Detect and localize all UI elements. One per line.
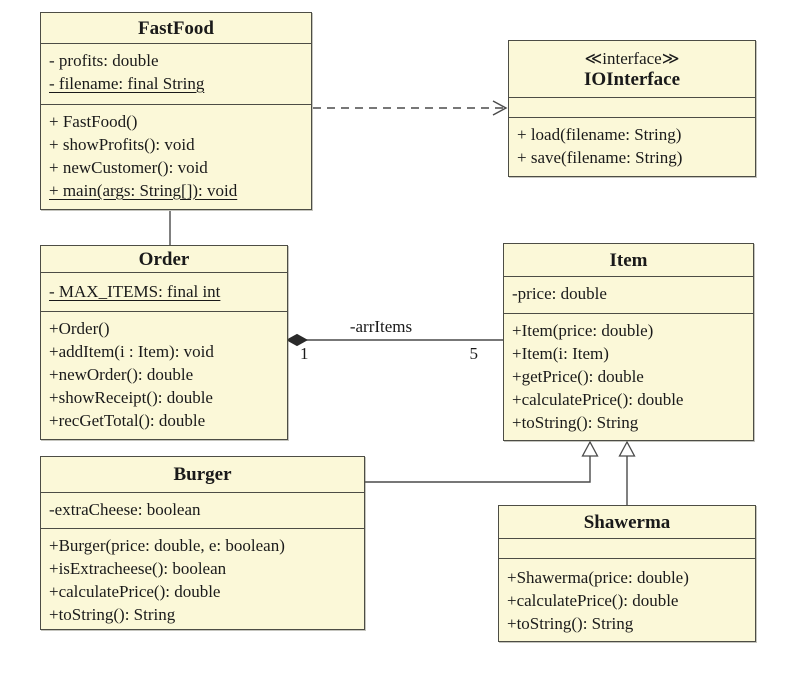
- class-box-burger[interactable]: Burger -extraCheese: boolean +Burger(pri…: [40, 456, 365, 630]
- methods-section: +Item(price: double) +Item(i: Item) +getPr…: [504, 314, 753, 440]
- member-row: +newOrder(): double: [49, 365, 194, 384]
- member-row: + load(filename: String): [517, 125, 682, 144]
- member-row: +showReceipt(): double: [49, 388, 213, 407]
- generalization-burger: [365, 440, 599, 483]
- attributes-section: -extraCheese: boolean: [41, 493, 364, 529]
- class-box-item[interactable]: Item -price: double +Item(price: double)…: [503, 243, 754, 441]
- class-title: Item: [504, 244, 753, 277]
- methods-section: +Order() +addItem(i : Item): void +newOrde…: [41, 312, 287, 439]
- class-title-text: FastFood: [138, 17, 214, 39]
- hollow-triangle-icon: [618, 440, 636, 457]
- class-stereotype: ≪interface≫: [584, 48, 680, 68]
- member-row: +recGetTotal(): double: [49, 411, 206, 430]
- member-row: +Burger(price: double, e: boolean): [49, 536, 285, 555]
- attributes-section: - MAX_ITEMS: final int: [41, 273, 287, 312]
- methods-section: +Burger(price: double, e: boolean) +isExt…: [41, 529, 364, 629]
- methods-section: + load(filename: String) + save(filename:…: [509, 118, 755, 176]
- methods-section: +Shawerma(price: double) +calculatePrice(…: [499, 559, 755, 641]
- attributes-section: [499, 539, 755, 559]
- dependency-arrow: [313, 100, 508, 116]
- member-row: +calculatePrice(): double: [507, 591, 679, 610]
- filled-diamond-icon: [285, 333, 309, 347]
- composition-link: [285, 333, 503, 347]
- member-row: +isExtracheese(): boolean: [49, 559, 227, 578]
- member-row: +Item(price: double): [512, 321, 654, 340]
- class-box-shawerma[interactable]: Shawerma +Shawerma(price: double) +calcul…: [498, 505, 756, 642]
- methods-section: + FastFood() + showProfits(): void + newCu…: [41, 105, 311, 209]
- member-row: - filename: final String: [49, 74, 205, 93]
- member-row: + newCustomer(): void: [49, 158, 208, 177]
- member-row: + showProfits(): void: [49, 135, 195, 154]
- member-row: - MAX_ITEMS: final int: [49, 282, 221, 301]
- association-label: -arrItems: [349, 317, 413, 336]
- class-title: Shawerma: [499, 506, 755, 539]
- member-row: +getPrice(): double: [512, 367, 644, 386]
- attributes-section: -price: double: [504, 277, 753, 314]
- member-row: +toString(): String: [49, 605, 176, 624]
- member-row: +calculatePrice(): double: [512, 390, 684, 409]
- class-title: Order: [41, 246, 287, 273]
- class-box-fastfood[interactable]: FastFood - profits: double - filename: fi…: [40, 12, 312, 210]
- member-row: -price: double: [512, 284, 607, 303]
- member-row: -extraCheese: boolean: [49, 500, 201, 519]
- member-row: +toString(): String: [507, 614, 634, 633]
- member-row: +Order(): [49, 319, 110, 338]
- class-title-text: Item: [609, 249, 648, 271]
- class-box-iointerface[interactable]: ≪interface≫ IOInterface + load(filename:…: [508, 40, 756, 177]
- member-row: + FastFood(): [49, 112, 138, 131]
- hollow-triangle-icon: [581, 440, 599, 457]
- member-row: + main(args: String[]): void: [49, 181, 238, 200]
- class-title: ≪interface≫ IOInterface: [509, 41, 755, 98]
- class-title: FastFood: [41, 13, 311, 44]
- member-row: +addItem(i : Item): void: [49, 342, 214, 361]
- member-row: +toString(): String: [512, 413, 639, 432]
- class-title-text: IOInterface: [583, 68, 681, 90]
- generalization-shawerma: [618, 440, 636, 505]
- member-row: + save(filename: String): [517, 148, 683, 167]
- member-row: +Item(i: Item): [512, 344, 609, 363]
- class-box-order[interactable]: Order - MAX_ITEMS: final int +Order() +ad…: [40, 245, 288, 440]
- class-title: Burger: [41, 457, 364, 493]
- multiplicity-to: 5: [469, 344, 479, 363]
- multiplicity-from: 1: [300, 344, 309, 363]
- attributes-section: - profits: double - filename: final Strin…: [41, 44, 311, 105]
- member-row: +Shawerma(price: double): [507, 568, 689, 587]
- class-title-text: Shawerma: [583, 511, 671, 533]
- open-arrowhead-icon: [492, 100, 508, 116]
- attributes-section: [509, 98, 755, 118]
- class-title-text: Order: [138, 248, 190, 270]
- class-title-text: Burger: [173, 464, 232, 485]
- member-row: +calculatePrice(): double: [49, 582, 221, 601]
- member-row: - profits: double: [49, 51, 159, 70]
